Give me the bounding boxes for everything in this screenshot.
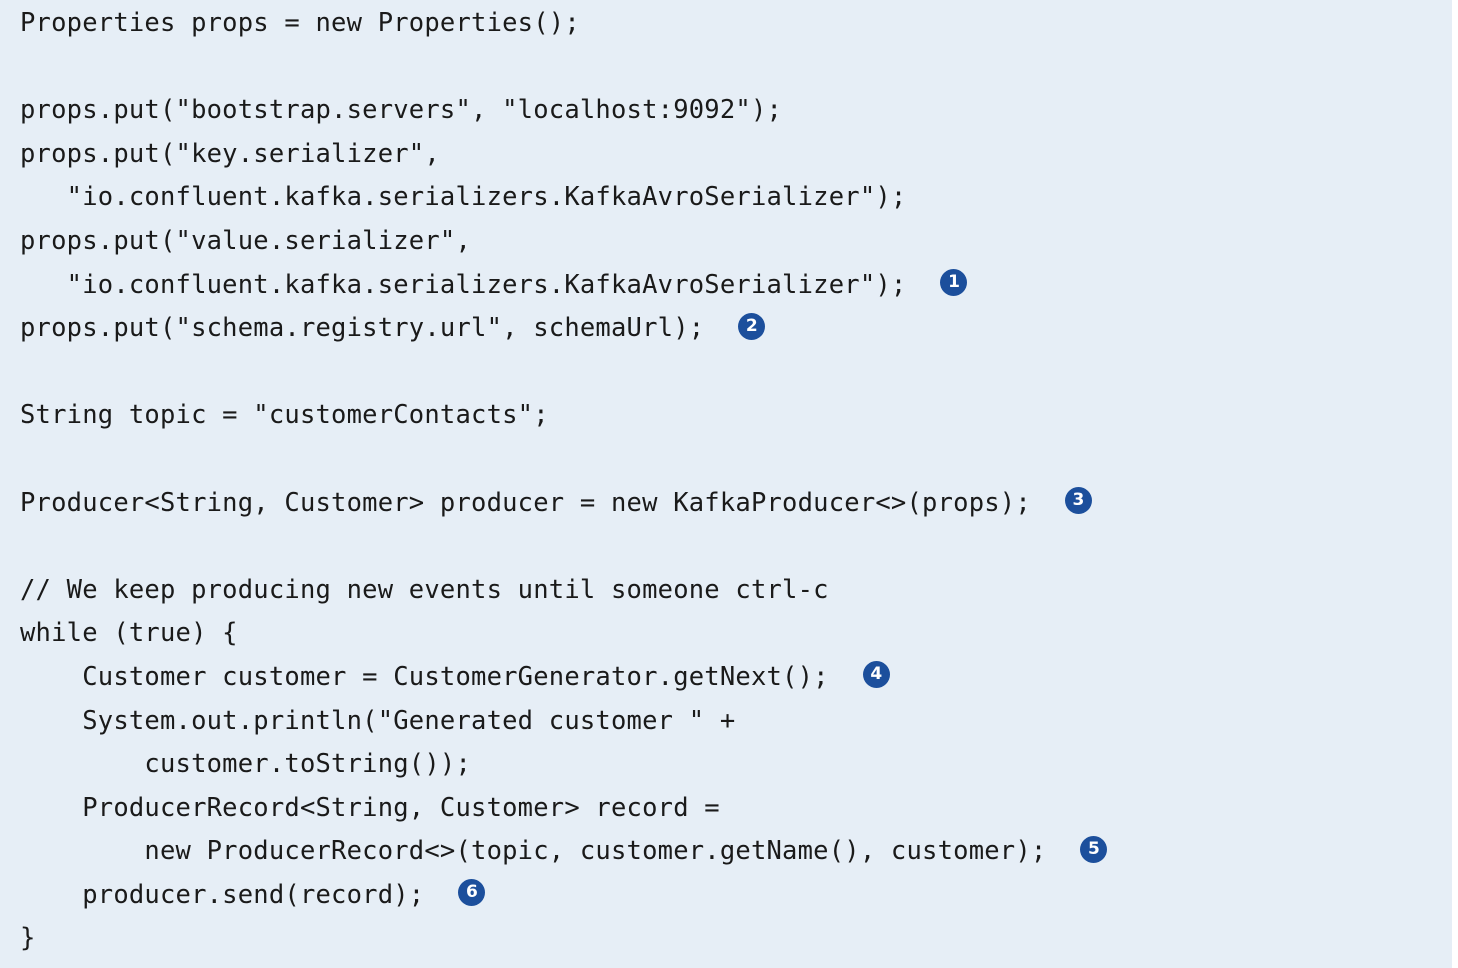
code-line-text: ProducerRecord<String, Customer> record …: [20, 792, 720, 823]
code-line-text: new ProducerRecord<>(topic, customer.get…: [20, 836, 1047, 867]
code-line-text: customer.toString());: [20, 749, 472, 780]
callout-number-icon: 5: [1080, 835, 1108, 863]
code-line: props.put("key.serializer",: [20, 133, 1107, 177]
code-line: Properties props = new Properties();: [20, 2, 1107, 46]
callout-number-icon: 6: [458, 879, 486, 907]
code-line-text: props.put("bootstrap.servers", "localhos…: [20, 95, 783, 126]
code-line-text: Producer<String, Customer> producer = ne…: [20, 487, 1031, 518]
code-line: [20, 525, 1107, 569]
code-line-text: }: [20, 923, 36, 954]
callout-number-icon: 2: [738, 312, 766, 340]
code-line: Producer<String, Customer> producer = ne…: [20, 482, 1107, 526]
code-line: customer.toString());: [20, 743, 1107, 787]
code-line: "io.confluent.kafka.serializers.KafkaAvr…: [20, 264, 1107, 308]
code-line: while (true) {: [20, 612, 1107, 656]
code-line-text: while (true) {: [20, 618, 238, 649]
code-line: [20, 46, 1107, 90]
code-line: new ProducerRecord<>(topic, customer.get…: [20, 830, 1108, 874]
code-line: props.put("value.serializer",: [20, 220, 1107, 264]
callout-number-icon: 1: [940, 269, 968, 297]
code-line-text: Properties props = new Properties();: [20, 8, 580, 38]
page-margin: [1452, 0, 1458, 968]
code-line-text: String topic = "customerContacts";: [20, 400, 549, 431]
code-line: props.put("bootstrap.servers", "localhos…: [20, 89, 1107, 133]
code-line: // We keep producing new events until so…: [20, 569, 1107, 613]
code-line: [20, 438, 1107, 482]
code-line-text: props.put("key.serializer",: [20, 138, 440, 169]
code-line: producer.send(record); 6: [20, 874, 1107, 918]
code-line: [20, 351, 1107, 395]
code-line: "io.confluent.kafka.serializers.KafkaAvr…: [20, 176, 1107, 220]
code-line-text: "io.confluent.kafka.serializers.KafkaAvr…: [20, 182, 907, 213]
code-line-text: System.out.println("Generated customer "…: [20, 705, 736, 736]
code-line: props.put("schema.registry.url", schemaU…: [20, 307, 1107, 351]
code-line-text: producer.send(record);: [20, 879, 425, 910]
code-line: System.out.println("Generated customer "…: [20, 700, 1107, 744]
code-line: ProducerRecord<String, Customer> record …: [20, 787, 1107, 831]
code-line-text: "io.confluent.kafka.serializers.KafkaAvr…: [20, 269, 907, 300]
code-block: Properties props = new Properties(); prop…: [20, 2, 1108, 961]
code-line: }: [20, 917, 1107, 961]
code-line: Customer customer = CustomerGenerator.ge…: [20, 656, 1107, 700]
code-line-text: props.put("value.serializer",: [20, 225, 472, 256]
callout-number-icon: 4: [862, 661, 890, 689]
code-line-text: // We keep producing new events until so…: [20, 574, 829, 605]
code-line-text: props.put("schema.registry.url", schemaU…: [20, 313, 705, 344]
code-line-text: Customer customer = CustomerGenerator.ge…: [20, 661, 829, 692]
callout-number-icon: 3: [1064, 487, 1092, 515]
code-line: String topic = "customerContacts";: [20, 394, 1107, 438]
